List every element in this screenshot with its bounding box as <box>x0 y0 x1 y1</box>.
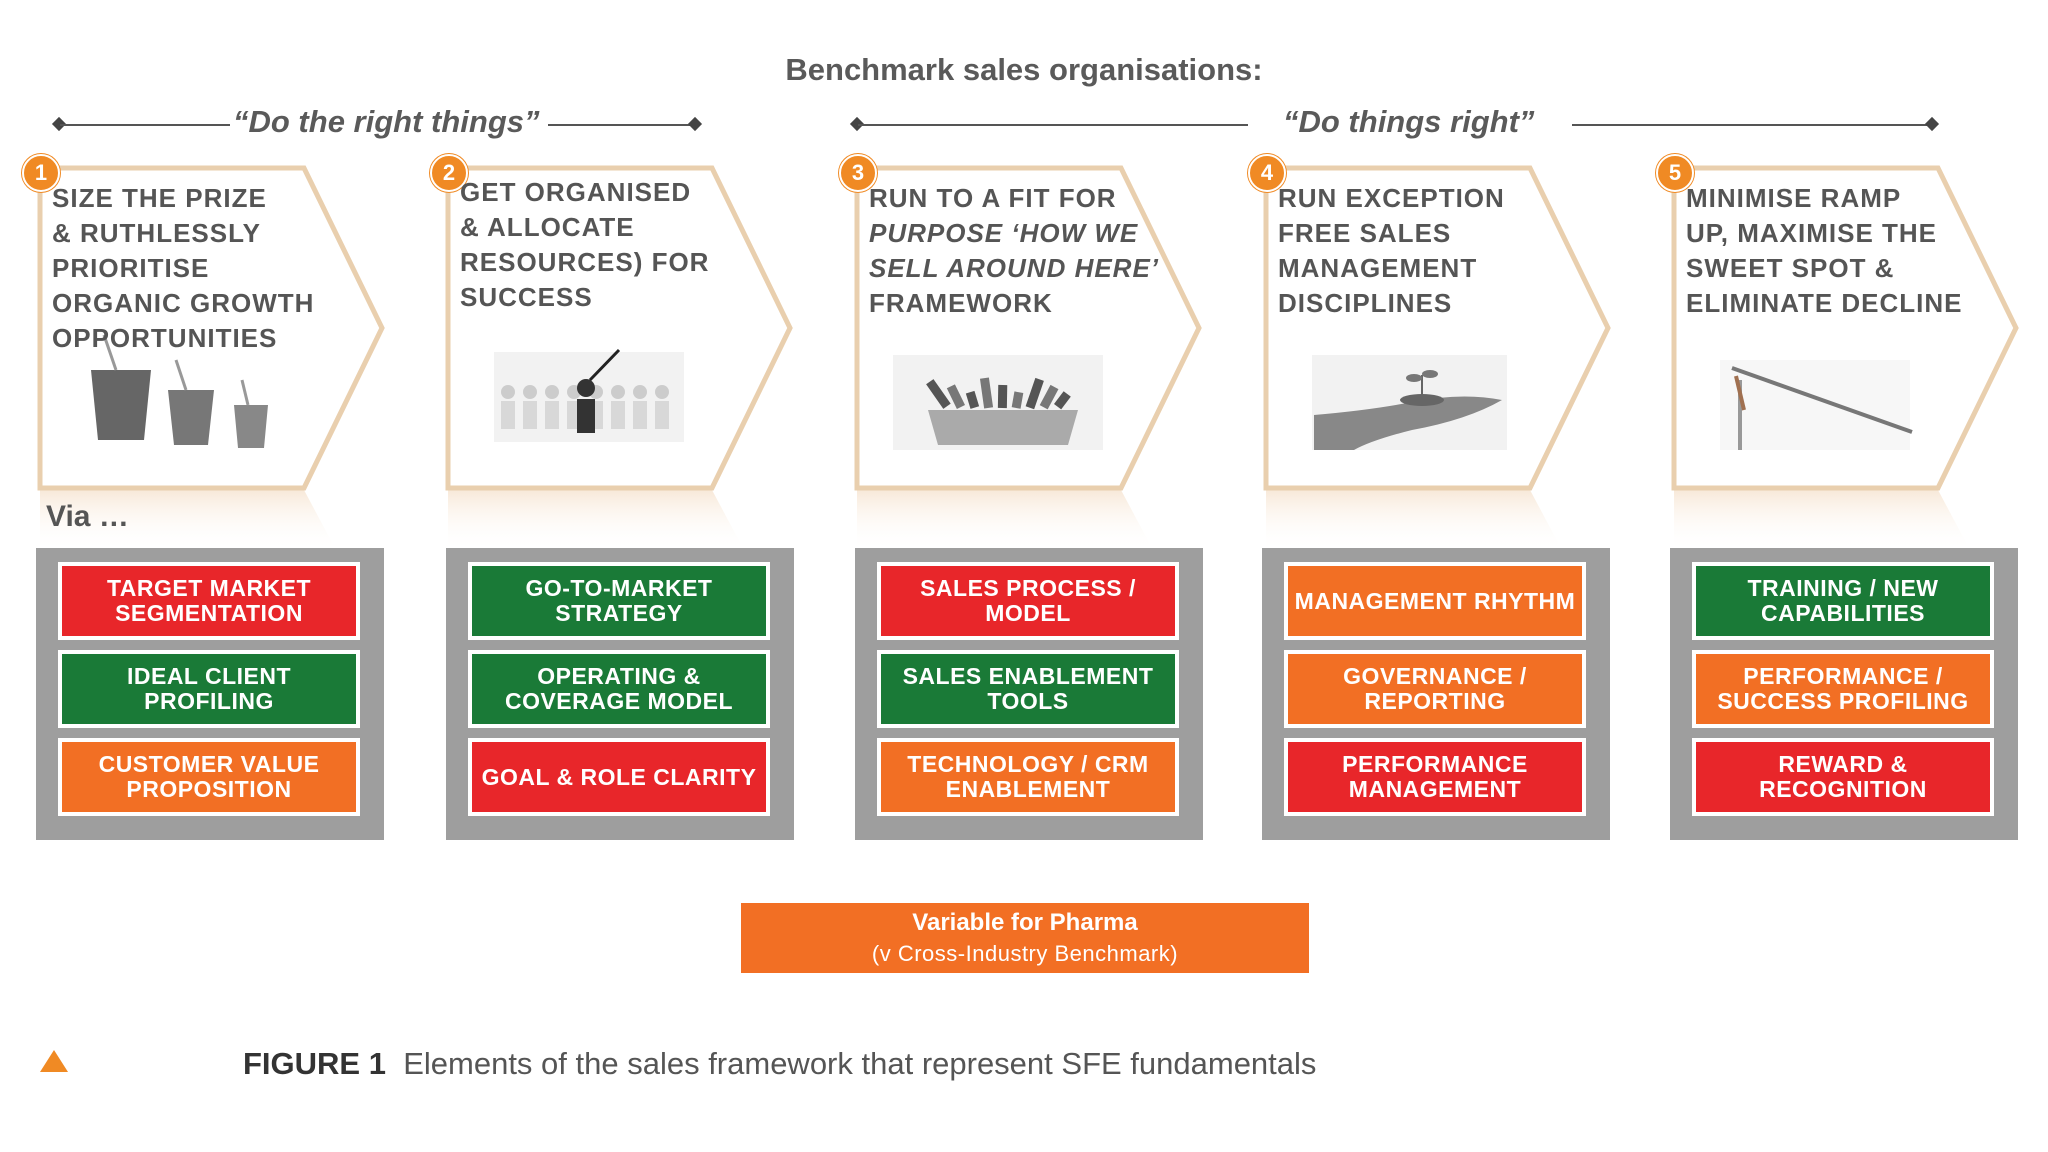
stage-chevron <box>1263 165 1611 550</box>
bracket-left-line-b <box>548 124 698 126</box>
stage-1-elements-panel: TARGET MARKET SEGMENTATION IDEAL CLIENT P… <box>36 548 384 840</box>
chevron-reflection <box>40 490 336 550</box>
figure-caption-text: Elements of the sales framework that rep… <box>403 1046 1317 1081</box>
page-title: Benchmark sales organisations: <box>785 52 1263 87</box>
element-box: TRAINING / NEW CAPABILITIES <box>1692 562 1994 640</box>
stage-title-line: MINIMISE RAMP <box>1686 183 1902 213</box>
chevron-reflection <box>1674 490 1970 550</box>
bracket-left-line-a <box>60 124 230 126</box>
cups-icon <box>91 334 268 448</box>
stage-title-line: SWEET SPOT & <box>1686 253 1895 283</box>
element-box: GOVERNANCE / REPORTING <box>1284 650 1586 728</box>
stage-title-line: DISCIPLINES <box>1278 288 1453 318</box>
legend-line-1: Variable for Pharma <box>912 909 1138 936</box>
stage-illustration <box>893 355 1103 450</box>
triangle-icon <box>40 1050 68 1072</box>
stage-title-line: PURPOSE ‘HOW WE <box>869 218 1139 248</box>
bracket-right-line-b <box>1572 124 1932 126</box>
stage-title-line: SELL AROUND HERE’ <box>869 253 1160 283</box>
stage-illustration <box>1312 355 1507 450</box>
element-box: IDEAL CLIENT PROFILING <box>58 650 360 728</box>
stage-title-line: ELIMINATE DECLINE <box>1686 288 1963 318</box>
chevron-reflection <box>1266 490 1562 550</box>
element-box: REWARD & RECOGNITION <box>1692 738 1994 816</box>
toolbox-icon <box>893 355 1103 450</box>
legend-box: Variable for Pharma (v Cross-Industry Be… <box>741 903 1309 973</box>
stage-title-line: RUN TO A FIT FOR <box>869 183 1117 213</box>
stage-chevron <box>854 165 1202 550</box>
element-box: PERFORMANCE / SUCCESS PROFILING <box>1692 650 1994 728</box>
element-box: SALES PROCESS / MODEL <box>877 562 1179 640</box>
step-number-badge: 5 <box>1656 154 1694 192</box>
stage-title-line: SIZE THE PRIZE <box>52 183 267 213</box>
stage-title: RUN TO A FIT FOR PURPOSE ‘HOW WE SELL AROU… <box>869 181 1159 321</box>
bracket-right-label: “Do things right” <box>1283 104 1535 139</box>
step-number-badge: 4 <box>1248 154 1286 192</box>
chevron-reflection <box>857 490 1153 550</box>
legend-line-2: (v Cross-Industry Benchmark) <box>871 941 1179 966</box>
stage-title-line: & ALLOCATE <box>460 212 635 242</box>
stage-title-line: MANAGEMENT <box>1278 253 1478 283</box>
step-number-badge: 1 <box>22 154 60 192</box>
stage-title-line: FRAMEWORK <box>869 288 1053 318</box>
bracket-left-end-marker <box>687 116 703 132</box>
stage-chevron <box>1671 165 2019 550</box>
stage-title: SIZE THE PRIZE & RUTHLESSLY PRIORITISE ORGA… <box>52 181 314 356</box>
element-box: PERFORMANCE MANAGEMENT <box>1284 738 1586 816</box>
stage-title: RUN EXCEPTION FREE SALES MANAGEMENT DISCIPL… <box>1278 181 1505 321</box>
stage-title: GET ORGANISED & ALLOCATE RESOURCES) FOR SUC… <box>460 175 709 315</box>
element-box: CUSTOMER VALUE PROPOSITION <box>58 738 360 816</box>
stage-title-line: & RUTHLESSLY <box>52 218 261 248</box>
stage-5-elements-panel: TRAINING / NEW CAPABILITIES PERFORMANCE /… <box>1670 548 2018 840</box>
people-icon <box>494 348 684 442</box>
stage-title-line: RUN EXCEPTION <box>1278 183 1505 213</box>
element-box: MANAGEMENT RHYTHM <box>1284 562 1586 640</box>
element-box: TECHNOLOGY / CRM ENABLEMENT <box>877 738 1179 816</box>
step-number-badge: 3 <box>839 154 877 192</box>
stage-chevron <box>37 165 385 550</box>
hand-seedling-icon <box>1312 355 1507 450</box>
stage-title-line: GET ORGANISED <box>460 177 692 207</box>
figure-caption-label: FIGURE 1 <box>243 1046 386 1081</box>
stage-title-line: OPPORTUNITIES <box>52 323 278 353</box>
stage-title-line: SUCCESS <box>460 282 593 312</box>
element-box: GOAL & ROLE CLARITY <box>468 738 770 816</box>
stage-title: MINIMISE RAMP UP, MAXIMISE THE SWEET SPOT … <box>1686 181 1963 321</box>
stage-title-line: RESOURCES) FOR <box>460 247 710 277</box>
bracket-left-label: “Do the right things” <box>233 104 540 139</box>
bracket-right-end-marker <box>1924 116 1940 132</box>
stage-illustration <box>91 334 268 448</box>
stage-3-elements-panel: SALES PROCESS / MODEL SALES ENABLEMENT TO… <box>855 548 1203 840</box>
bracket-right-line-a <box>858 124 1248 126</box>
figure-caption: FIGURE 1 Elements of the sales framework… <box>243 1046 1316 1082</box>
stage-illustration <box>1720 360 1913 450</box>
stage-2-elements-panel: GO-TO-MARKET STRATEGY OPERATING & COVERAG… <box>446 548 794 840</box>
stage-chevron <box>445 165 793 550</box>
step-number-badge: 2 <box>430 154 468 192</box>
element-box: TARGET MARKET SEGMENTATION <box>58 562 360 640</box>
element-box: OPERATING & COVERAGE MODEL <box>468 650 770 728</box>
stage-title-line: ORGANIC GROWTH <box>52 288 315 318</box>
via-label: Via … <box>46 500 129 533</box>
chevron-reflection <box>448 490 744 550</box>
stage-illustration <box>494 348 684 442</box>
decline-curve-icon <box>1720 360 1913 450</box>
stage-title-line: FREE SALES <box>1278 218 1452 248</box>
stage-title-line: UP, MAXIMISE THE <box>1686 218 1938 248</box>
element-box: SALES ENABLEMENT TOOLS <box>877 650 1179 728</box>
stage-title-line: PRIORITISE <box>52 253 210 283</box>
stage-4-elements-panel: MANAGEMENT RHYTHM GOVERNANCE / REPORTING P… <box>1262 548 1610 840</box>
element-box: GO-TO-MARKET STRATEGY <box>468 562 770 640</box>
